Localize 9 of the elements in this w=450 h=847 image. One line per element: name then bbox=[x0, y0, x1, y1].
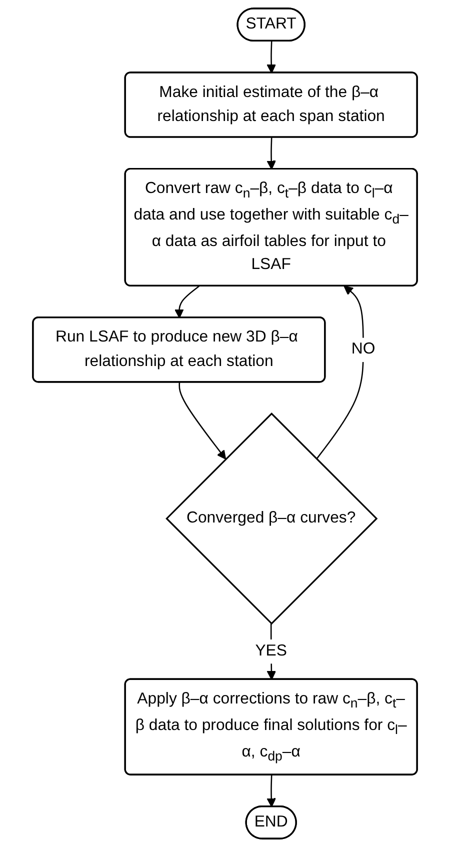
arrow bbox=[266, 138, 276, 170]
arrow bbox=[174, 286, 200, 318]
arrow bbox=[316, 286, 364, 460]
arrow bbox=[178, 382, 226, 460]
arrow bbox=[266, 41, 276, 74]
edge-label: YES bbox=[255, 642, 287, 660]
node-diamond: Converged β–α curves? bbox=[166, 412, 378, 625]
edge-label: NO bbox=[351, 340, 376, 358]
arrow bbox=[266, 775, 276, 808]
